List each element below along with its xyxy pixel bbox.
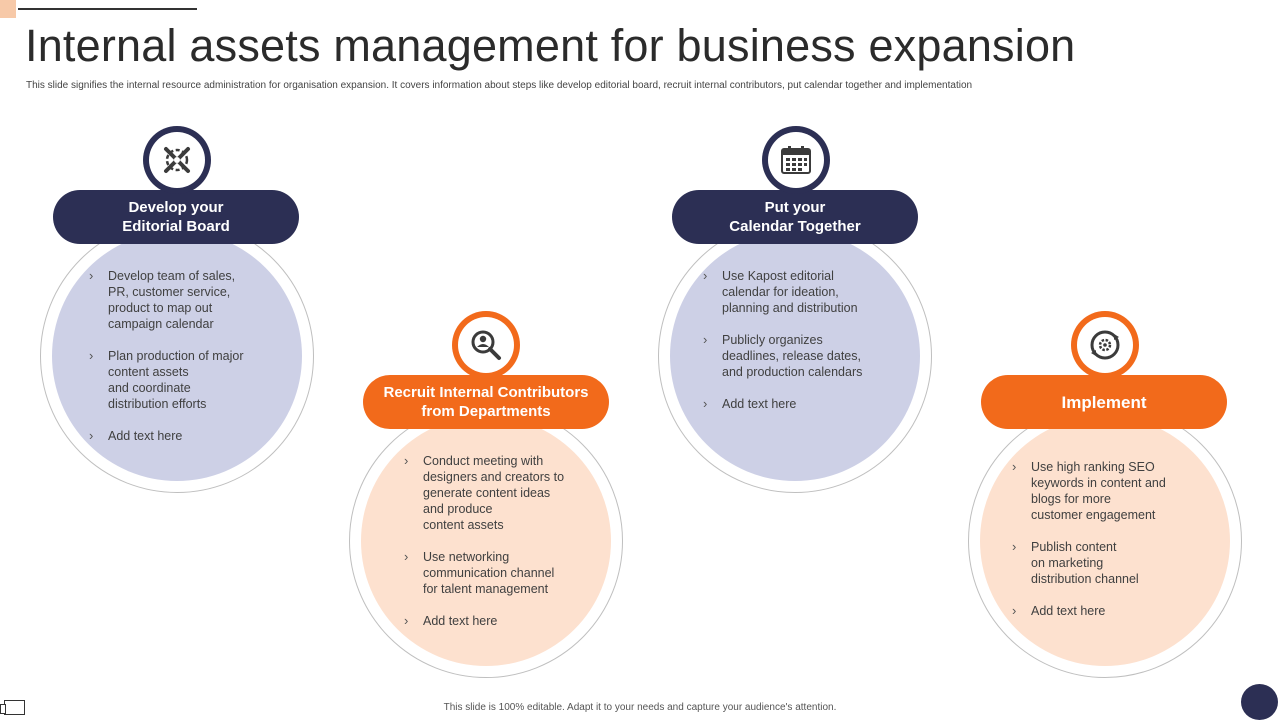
list-item: Develop team of sales, PR, customer serv… bbox=[89, 268, 289, 332]
list-item: Use networking communication channel for… bbox=[404, 549, 604, 597]
step-icon-ring bbox=[452, 311, 520, 379]
step-heading: Implement bbox=[981, 375, 1227, 429]
list-item: Add text here bbox=[703, 396, 903, 412]
step-bullet-list: Use Kapost editorial calendar for ideati… bbox=[703, 268, 903, 428]
page-title: Internal assets management for business … bbox=[25, 20, 1076, 71]
list-item: Plan production of major content assets … bbox=[89, 348, 289, 412]
cycle-gear-icon bbox=[1077, 317, 1133, 373]
list-item: Use high ranking SEO keywords in content… bbox=[1012, 459, 1212, 523]
corner-decor-dot bbox=[1241, 684, 1278, 720]
list-item: Use Kapost editorial calendar for ideati… bbox=[703, 268, 903, 316]
top-rule bbox=[18, 8, 197, 10]
magnifier-person-icon bbox=[458, 317, 514, 373]
tools-icon bbox=[149, 132, 205, 188]
step-icon-ring bbox=[1071, 311, 1139, 379]
step-heading: Put your Calendar Together bbox=[672, 190, 918, 244]
corner-decor-box bbox=[4, 700, 25, 715]
footer-note: This slide is 100% editable. Adapt it to… bbox=[443, 702, 837, 713]
step-bullet-list: Use high ranking SEO keywords in content… bbox=[1012, 459, 1212, 635]
page-subtitle: This slide signifies the internal resour… bbox=[26, 80, 973, 91]
step-heading: Recruit Internal Contributors from Depar… bbox=[363, 375, 609, 429]
list-item: Add text here bbox=[1012, 603, 1212, 619]
list-item: Add text here bbox=[89, 428, 289, 444]
step-heading: Develop your Editorial Board bbox=[53, 190, 299, 244]
list-item: Conduct meeting with designers and creat… bbox=[404, 453, 604, 533]
list-item: Publish content on marketing distributio… bbox=[1012, 539, 1212, 587]
step-icon-ring bbox=[762, 126, 830, 194]
step-icon-ring bbox=[143, 126, 211, 194]
step-bullet-list: Develop team of sales, PR, customer serv… bbox=[89, 268, 289, 460]
list-item: Publicly organizes deadlines, release da… bbox=[703, 332, 903, 380]
step-bullet-list: Conduct meeting with designers and creat… bbox=[404, 453, 604, 645]
list-item: Add text here bbox=[404, 613, 604, 629]
corner-accent bbox=[0, 0, 16, 18]
calendar-icon bbox=[768, 132, 824, 188]
corner-decor-box-small bbox=[0, 704, 6, 714]
